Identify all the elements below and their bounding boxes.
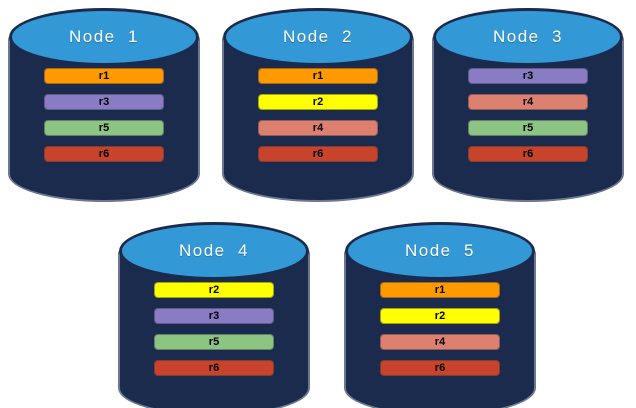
replica-bar-list: r3 r4 r5 r6 [432,68,624,162]
node-title: Node 5 [404,241,476,260]
node-title: Node 3 [492,27,564,46]
replica-bar-r6: r6 [154,360,274,376]
replica-bar-r3: r3 [154,308,274,324]
replica-bar-r4: r4 [258,120,378,136]
replica-bar-list: r1 r2 r4 r6 [222,68,414,162]
replica-bar-r1: r1 [258,68,378,84]
cylinder-top-ellipse: Node 3 [433,8,623,66]
replica-bar-r2: r2 [380,308,500,324]
replica-bar-list: r1 r3 r5 r6 [8,68,200,162]
replica-bar-r3: r3 [44,94,164,110]
replica-bar-r4: r4 [380,334,500,350]
replica-bar-r5: r5 [468,120,588,136]
replica-bar-r2: r2 [154,282,274,298]
replica-bar-r6: r6 [380,360,500,376]
cylinder-top-ellipse: Node 4 [119,222,309,280]
replica-bar-r6: r6 [258,146,378,162]
node-cylinder-1: Node 1 r1 r3 r5 r6 [8,8,200,202]
replica-bar-r1: r1 [44,68,164,84]
node-cylinder-3: Node 3 r3 r4 r5 r6 [432,8,624,202]
replica-bar-r2: r2 [258,94,378,110]
cylinder-top-ellipse: Node 5 [345,222,535,280]
cylinder-body [118,248,310,408]
replica-bar-r5: r5 [154,334,274,350]
cylinder-top-ellipse: Node 2 [223,8,413,66]
node-cylinder-2: Node 2 r1 r2 r4 r6 [222,8,414,202]
replica-bar-list: r1 r2 r4 r6 [344,282,536,376]
replica-bar-r3: r3 [468,68,588,84]
node-cylinder-5: Node 5 r1 r2 r4 r6 [344,222,536,408]
node-cylinder-4: Node 4 r2 r3 r5 r6 [118,222,310,408]
replica-bar-r1: r1 [380,282,500,298]
replica-bar-r6: r6 [44,146,164,162]
node-title: Node 1 [68,27,140,46]
cylinder-top-ellipse: Node 1 [9,8,199,66]
replica-bar-list: r2 r3 r5 r6 [118,282,310,376]
replica-bar-r4: r4 [468,94,588,110]
node-title: Node 4 [178,241,250,260]
replica-bar-r5: r5 [44,120,164,136]
replica-bar-r6: r6 [468,146,588,162]
node-title: Node 2 [282,27,354,46]
